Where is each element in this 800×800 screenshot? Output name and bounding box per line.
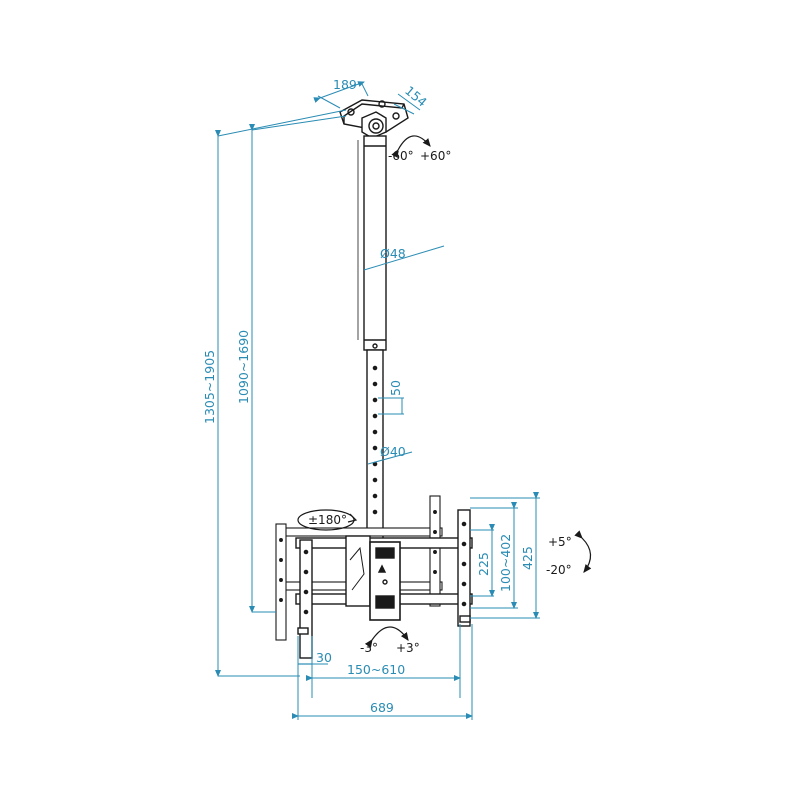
upper-tube [357,135,387,351]
label-level-right: +3° [396,641,420,655]
swivel-arrow [391,135,431,159]
tilt-head [345,535,401,621]
label-plate-depth: 154 [402,83,430,110]
label-total-height: 1305~1905 [202,350,217,424]
label-tilt-down: -20° [546,563,572,577]
label-vesa-horizontal: 150~610 [347,662,405,677]
label-lower-tube-diameter: Ø40 [380,444,406,459]
label-tilt-up: +5° [548,535,572,549]
dimension-lines [215,81,540,720]
label-vesa-vertical: 100~402 [498,534,513,592]
label-swivel-left: -60° [388,149,414,163]
label-rotate-180: ±180° [308,513,347,527]
label-plate-width: 189 [333,77,357,92]
ceiling-plate [339,99,409,139]
label-bracket-inner-height: 225 [476,552,491,576]
rotation-labels: -60° +60° ±180° +5° -20° -3° +3° [308,149,572,655]
label-arm-offset: 30 [316,650,332,665]
label-level-left: -3° [360,641,378,655]
label-upper-tube-diameter: Ø48 [380,246,406,261]
label-swivel-right: +60° [420,149,451,163]
label-pole-height: 1090~1690 [236,330,251,404]
label-overall-width: 689 [370,700,394,715]
mount-product [275,99,473,659]
tilt-arrow [574,530,592,573]
label-bracket-outer-height: 425 [520,546,535,570]
label-hole-spacing: 50 [388,380,403,396]
dimension-labels: 189 154 Ø48 50 Ø40 1305~1905 1090~1690 2… [202,77,535,715]
level-arrow [364,626,409,648]
rotation-arrows [297,135,592,648]
